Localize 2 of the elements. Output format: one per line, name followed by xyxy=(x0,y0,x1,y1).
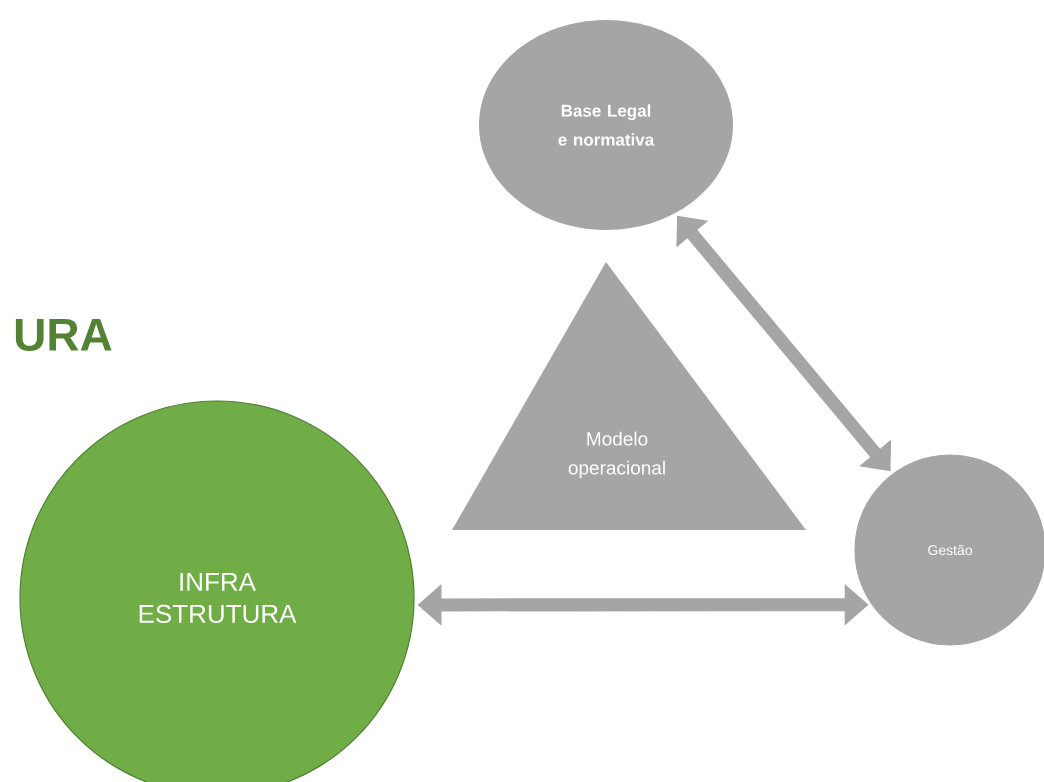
heading: URA xyxy=(15,318,112,352)
triangle: Modelo operacional xyxy=(452,262,806,530)
